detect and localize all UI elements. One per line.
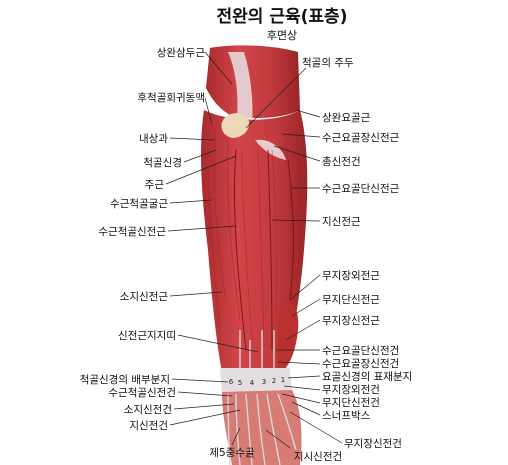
label-brachioradialis: 상완요골근	[322, 111, 371, 124]
page-subtitle: 후면상	[267, 29, 297, 42]
label-dorsal-branch-ulnar-nerve: 척골신경의 배부분지	[80, 373, 170, 386]
compartment-3: 3	[262, 378, 266, 386]
upper-arm-muscle	[206, 45, 300, 118]
label-apl: 무지장외전근	[322, 270, 380, 282]
thumb-muscles	[277, 299, 299, 372]
label-apl-tendon: 무지장외전건	[322, 384, 380, 396]
hand-dorsum	[222, 390, 302, 465]
label-snuffbox: 스너프박스	[322, 410, 371, 422]
label-epl: 무지장신전근	[322, 315, 380, 327]
label-extensor-retinaculum: 신전근지지띠	[118, 330, 176, 342]
triceps-tendon	[228, 52, 253, 128]
page-title: 전완의 근육(표층)	[217, 7, 348, 27]
label-ecrb: 수근요골단신전근	[322, 183, 400, 195]
labels-left: 상완삼두근 후척골회귀동맥 내상과 척골신경 주근 수근척골굴근 수근척골신전근…	[80, 46, 206, 432]
label-olecranon: 척골의 주두	[302, 57, 354, 69]
compartment-6: 6	[229, 378, 234, 386]
compartment-4: 4	[250, 379, 255, 387]
label-posterior-ulnar-recurrent-artery: 후척골회귀동맥	[137, 92, 205, 104]
label-extensor-digitorum: 지신전근	[322, 216, 361, 228]
compartment-5: 5	[238, 379, 242, 387]
olecranon-bone	[221, 113, 250, 138]
common-tendon-sheen	[255, 139, 286, 160]
label-fifth-metacarpal: 제5중수골	[209, 447, 255, 459]
extensor-retinaculum-shape	[220, 368, 292, 394]
label-ecrb-tendon: 수근요골단신전건	[322, 345, 399, 357]
label-epb: 무지단신전근	[322, 294, 380, 306]
label-ecu-tendon: 수근척골신전건	[108, 387, 176, 399]
forearm-illustration	[201, 45, 308, 465]
label-anconeus: 주근	[145, 179, 165, 191]
compartment-2: 2	[272, 377, 276, 385]
label-flexor-carpi-ulnaris: 수근척골굴근	[110, 198, 168, 210]
label-epl-tendon: 무지장신전건	[344, 438, 402, 450]
label-extensor-carpi-ulnaris: 수근척골신전근	[98, 226, 166, 238]
label-superficial-radial-nerve: 요골신경의 표재분지	[322, 370, 412, 383]
label-extensor-digiti-minimi: 소지신전근	[120, 291, 169, 303]
leader-lines	[165, 51, 343, 449]
labels-bottom: 제5중수골 지시신전건	[209, 447, 342, 463]
label-biceps: 상완삼두근	[157, 46, 206, 59]
label-edm-tendon: 소지신전건	[124, 404, 172, 416]
compartment-numbers: 6 5 4 3 2 1	[229, 376, 285, 387]
label-ed-tendon: 지신전건	[129, 420, 168, 432]
label-medial-epicondyle: 내상과	[139, 133, 168, 145]
label-ulnar-nerve: 척골신경	[143, 156, 182, 169]
labels-right: 척골의 주두 상완요골근 수근요골장신전근 총신전건 수근요골단신전근 지신전근…	[302, 57, 412, 450]
label-common-extensor-tendon: 총신전건	[322, 156, 361, 168]
label-epb-tendon: 무지단신전건	[322, 397, 380, 409]
label-ecrl-tendon: 수근요골장신전건	[322, 358, 399, 370]
label-ecrl: 수근요골장신전근	[322, 132, 400, 144]
compartment-1: 1	[281, 376, 285, 384]
label-ext-indicis-tendon: 지시신전건	[294, 451, 342, 463]
